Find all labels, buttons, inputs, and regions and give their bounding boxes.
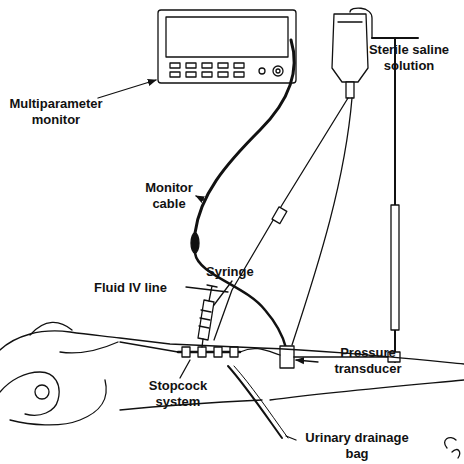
urinary-catheter [228,366,282,438]
monitor-button [218,63,228,68]
stopcock [230,347,238,357]
saline-bag [332,14,368,82]
roller-clamp [272,207,287,224]
monitor-button [234,63,244,68]
flush-line [292,98,352,345]
monitor-knob [273,66,283,76]
leader-line [186,287,228,292]
patient-arm [60,342,118,353]
part-label: Fluid IV line [94,280,204,296]
leader-line [98,80,156,98]
part-label: Urinary drainage bag [292,430,422,462]
urinary-catheter [234,366,288,438]
syringe-barrel [198,300,214,340]
monitor-button [218,72,228,77]
monitor-cable [195,40,294,233]
monitor-body [158,10,296,83]
monitor-knob [259,68,265,74]
part-label: Stopcock system [136,378,220,410]
transducer-tubing [240,349,280,355]
part-label: Syringe [206,264,276,280]
leader-line [214,281,232,305]
stopcock [198,347,206,357]
part-label: Monitor cable [136,180,202,212]
patient-leg [270,380,464,400]
leader-line [180,360,190,378]
monitor-button [170,63,180,68]
ecg-lead [30,322,72,335]
leader-line [196,196,204,200]
leader-line [286,436,296,440]
monitor-button [202,63,212,68]
fluid-iv-line [214,98,348,340]
monitor-button [170,72,180,77]
part-label: Multiparameter monitor [0,96,112,128]
syringe-marking [199,310,211,328]
drip-chamber [346,82,354,98]
leader-line [296,360,318,362]
part-label: Sterile saline solution [356,42,462,74]
monitor-screen [166,17,288,57]
monitor-button [186,72,196,77]
monitor-cable [195,253,286,348]
monitor-knob [276,69,280,73]
iv-pole-sleeve [391,205,399,330]
stopcock [214,347,222,357]
monitor-button [186,63,196,68]
patient-head [0,372,59,415]
stopcock [182,347,190,357]
bag-marking [338,21,362,22]
patient-ear [35,385,49,399]
syringe-plunger [207,285,217,301]
signature [445,438,460,458]
part-label: Pressure transducer [318,345,418,377]
monitor-button [202,72,212,77]
cable-connector [191,233,199,253]
monitor-button [234,72,244,77]
